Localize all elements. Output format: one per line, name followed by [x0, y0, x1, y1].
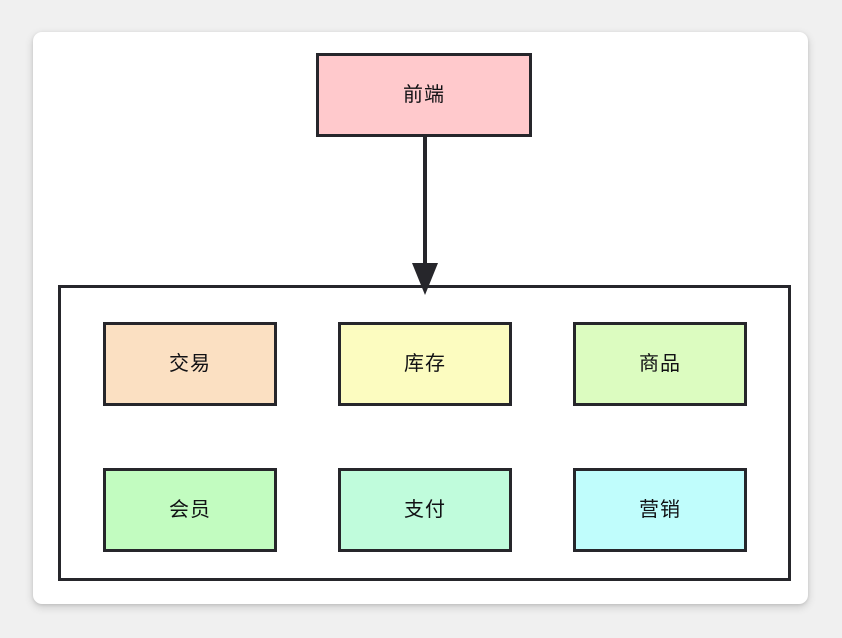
service-node-trade[interactable]: 交易	[103, 322, 277, 406]
service-node-payment[interactable]: 支付	[338, 468, 512, 552]
node-frontend-label: 前端	[403, 84, 445, 106]
service-node-marketing[interactable]: 营销	[573, 468, 747, 552]
arrow-down-icon	[412, 135, 438, 295]
service-grid: 交易 库存 商品 会员 支付 营销	[103, 322, 753, 552]
backend-services-container: 交易 库存 商品 会员 支付 营销	[58, 285, 791, 581]
service-node-inventory-label: 库存	[404, 353, 446, 375]
node-frontend[interactable]: 前端	[316, 53, 532, 137]
diagram-card: 前端 交易 库存 商品 会员 支付	[33, 32, 808, 604]
service-node-inventory[interactable]: 库存	[338, 322, 512, 406]
service-node-member-label: 会员	[169, 499, 211, 521]
service-node-payment-label: 支付	[404, 499, 446, 521]
service-node-product[interactable]: 商品	[573, 322, 747, 406]
service-node-product-label: 商品	[639, 353, 681, 375]
service-node-marketing-label: 营销	[639, 499, 681, 521]
service-node-member[interactable]: 会员	[103, 468, 277, 552]
service-node-trade-label: 交易	[169, 353, 211, 375]
